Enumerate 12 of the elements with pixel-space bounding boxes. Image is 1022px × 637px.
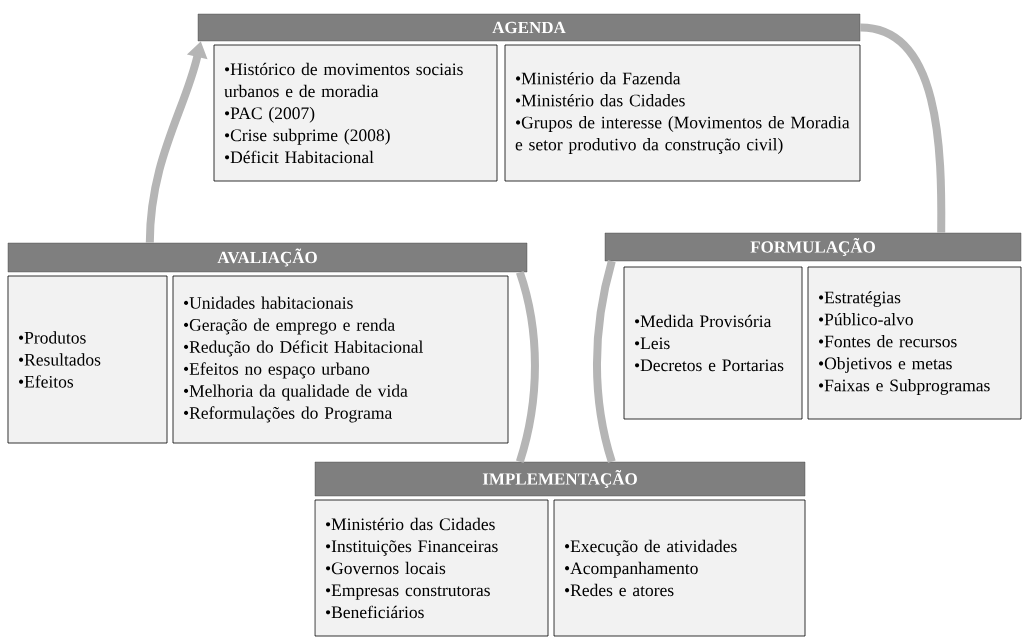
list-box: •Medida Provisória •Leis •Decretos e Portarias: [623, 266, 803, 420]
list-box: •Execução de atividades •Acompanhamento •Redes e atores: [553, 499, 806, 637]
stage-header: IMPLEMENTAÇÃO: [314, 461, 806, 497]
stage-header: FORMULAÇÃO: [604, 232, 1022, 262]
stage-header: AVALIAÇÃO: [7, 242, 528, 273]
list-box: •Histórico de movimentos sociais urbanos e de moradia •PAC (2007) •Crise subprime (2008) •Déficit Habitacional: [213, 44, 498, 182]
list-box: •Ministério da Fazenda •Ministério das Cidades •Grupos de interesse (Movimentos de Moradia e setor produtivo da construção civil): [504, 44, 861, 182]
list-box: •Produtos •Resultados •Efeitos: [7, 275, 168, 444]
list-box: •Estratégias •Público-alvo •Fontes de recursos •Objetivos e metas •Faixas e Subprogramas: [807, 266, 1022, 420]
list-box: •Unidades habitacionais •Geração de emprego e renda •Redução do Déficit Habitacional •Efeitos no espaço urbano •Melhoria da qualidade de vida •Reformulações do Programa: [172, 275, 509, 444]
list-box: •Ministério das Cidades •Instituições Financeiras •Governos locais •Empresas construtoras •Beneficiários: [314, 499, 549, 637]
stage-header: AGENDA: [197, 13, 861, 42]
